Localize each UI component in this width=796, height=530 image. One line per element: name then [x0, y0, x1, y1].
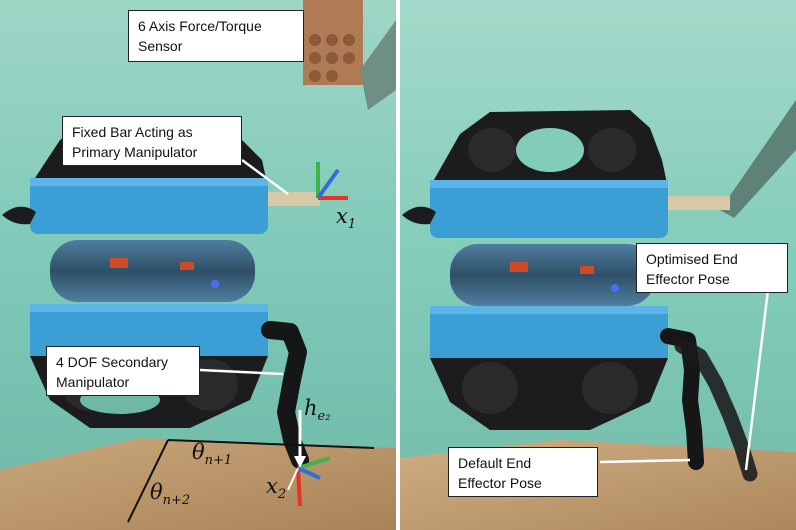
right-photo-panel: Optimised End Effector Pose Default End … — [400, 0, 796, 530]
callout-optimised-line2: Effector Pose — [646, 271, 730, 287]
callout-default-line1: Default End — [458, 455, 532, 471]
label-x1: x1 — [336, 204, 357, 233]
robot-tube — [50, 240, 255, 302]
callout-fixed-bar-line1: Fixed Bar Acting as — [72, 124, 193, 140]
arrow-default — [599, 458, 691, 464]
robot-upper-hull — [30, 178, 268, 234]
frame-2-axes — [287, 456, 331, 507]
callout-sensor-line1: 6 Axis Force/Torque — [138, 18, 262, 34]
label-theta-n2: θn+2 — [150, 480, 191, 509]
left-fin — [402, 206, 436, 225]
label-he2: he₂ — [304, 396, 331, 425]
robot-lower-hull — [430, 306, 668, 364]
callout-optimised-line1: Optimised End — [646, 251, 738, 267]
right-scene — [400, 0, 796, 530]
arrow-optimised — [744, 289, 770, 471]
support-rail — [720, 100, 796, 218]
robot-tube — [450, 244, 655, 306]
arrow-secondary — [199, 368, 284, 376]
left-photo-panel: 6 Axis Force/Torque Sensor Fixed Bar Act… — [0, 0, 396, 530]
callout-default-line2: Effector Pose — [458, 475, 542, 491]
callout-fixed-bar-line2: Primary Manipulator — [72, 144, 198, 160]
optimised-arm-pose — [674, 338, 758, 482]
callout-secondary: 4 DOF Secondary Manipulator — [46, 346, 200, 396]
callout-fixed-bar: Fixed Bar Acting as Primary Manipulator — [62, 116, 242, 166]
secondary-arm — [261, 321, 309, 469]
callout-optimised: Optimised End Effector Pose — [636, 243, 788, 293]
callout-secondary-line2: Manipulator — [56, 374, 130, 390]
left-fin — [2, 206, 36, 225]
label-theta-n1: θn+1 — [192, 440, 233, 469]
callout-secondary-line1: 4 DOF Secondary — [56, 354, 169, 370]
callout-default: Default End Effector Pose — [448, 447, 598, 497]
frame-1-axes — [316, 162, 348, 200]
label-x2: x2 — [266, 474, 287, 503]
theta-axes — [127, 439, 375, 523]
callout-sensor-line2: Sensor — [138, 38, 183, 54]
sensor-bolts — [309, 34, 355, 82]
fixed-bar — [658, 196, 730, 210]
fixed-bar — [258, 192, 320, 206]
callout-sensor: 6 Axis Force/Torque Sensor — [128, 10, 304, 62]
arrow-fixed-bar — [241, 158, 289, 196]
support-rail — [360, 20, 396, 110]
robot-upper-hull — [430, 180, 668, 238]
